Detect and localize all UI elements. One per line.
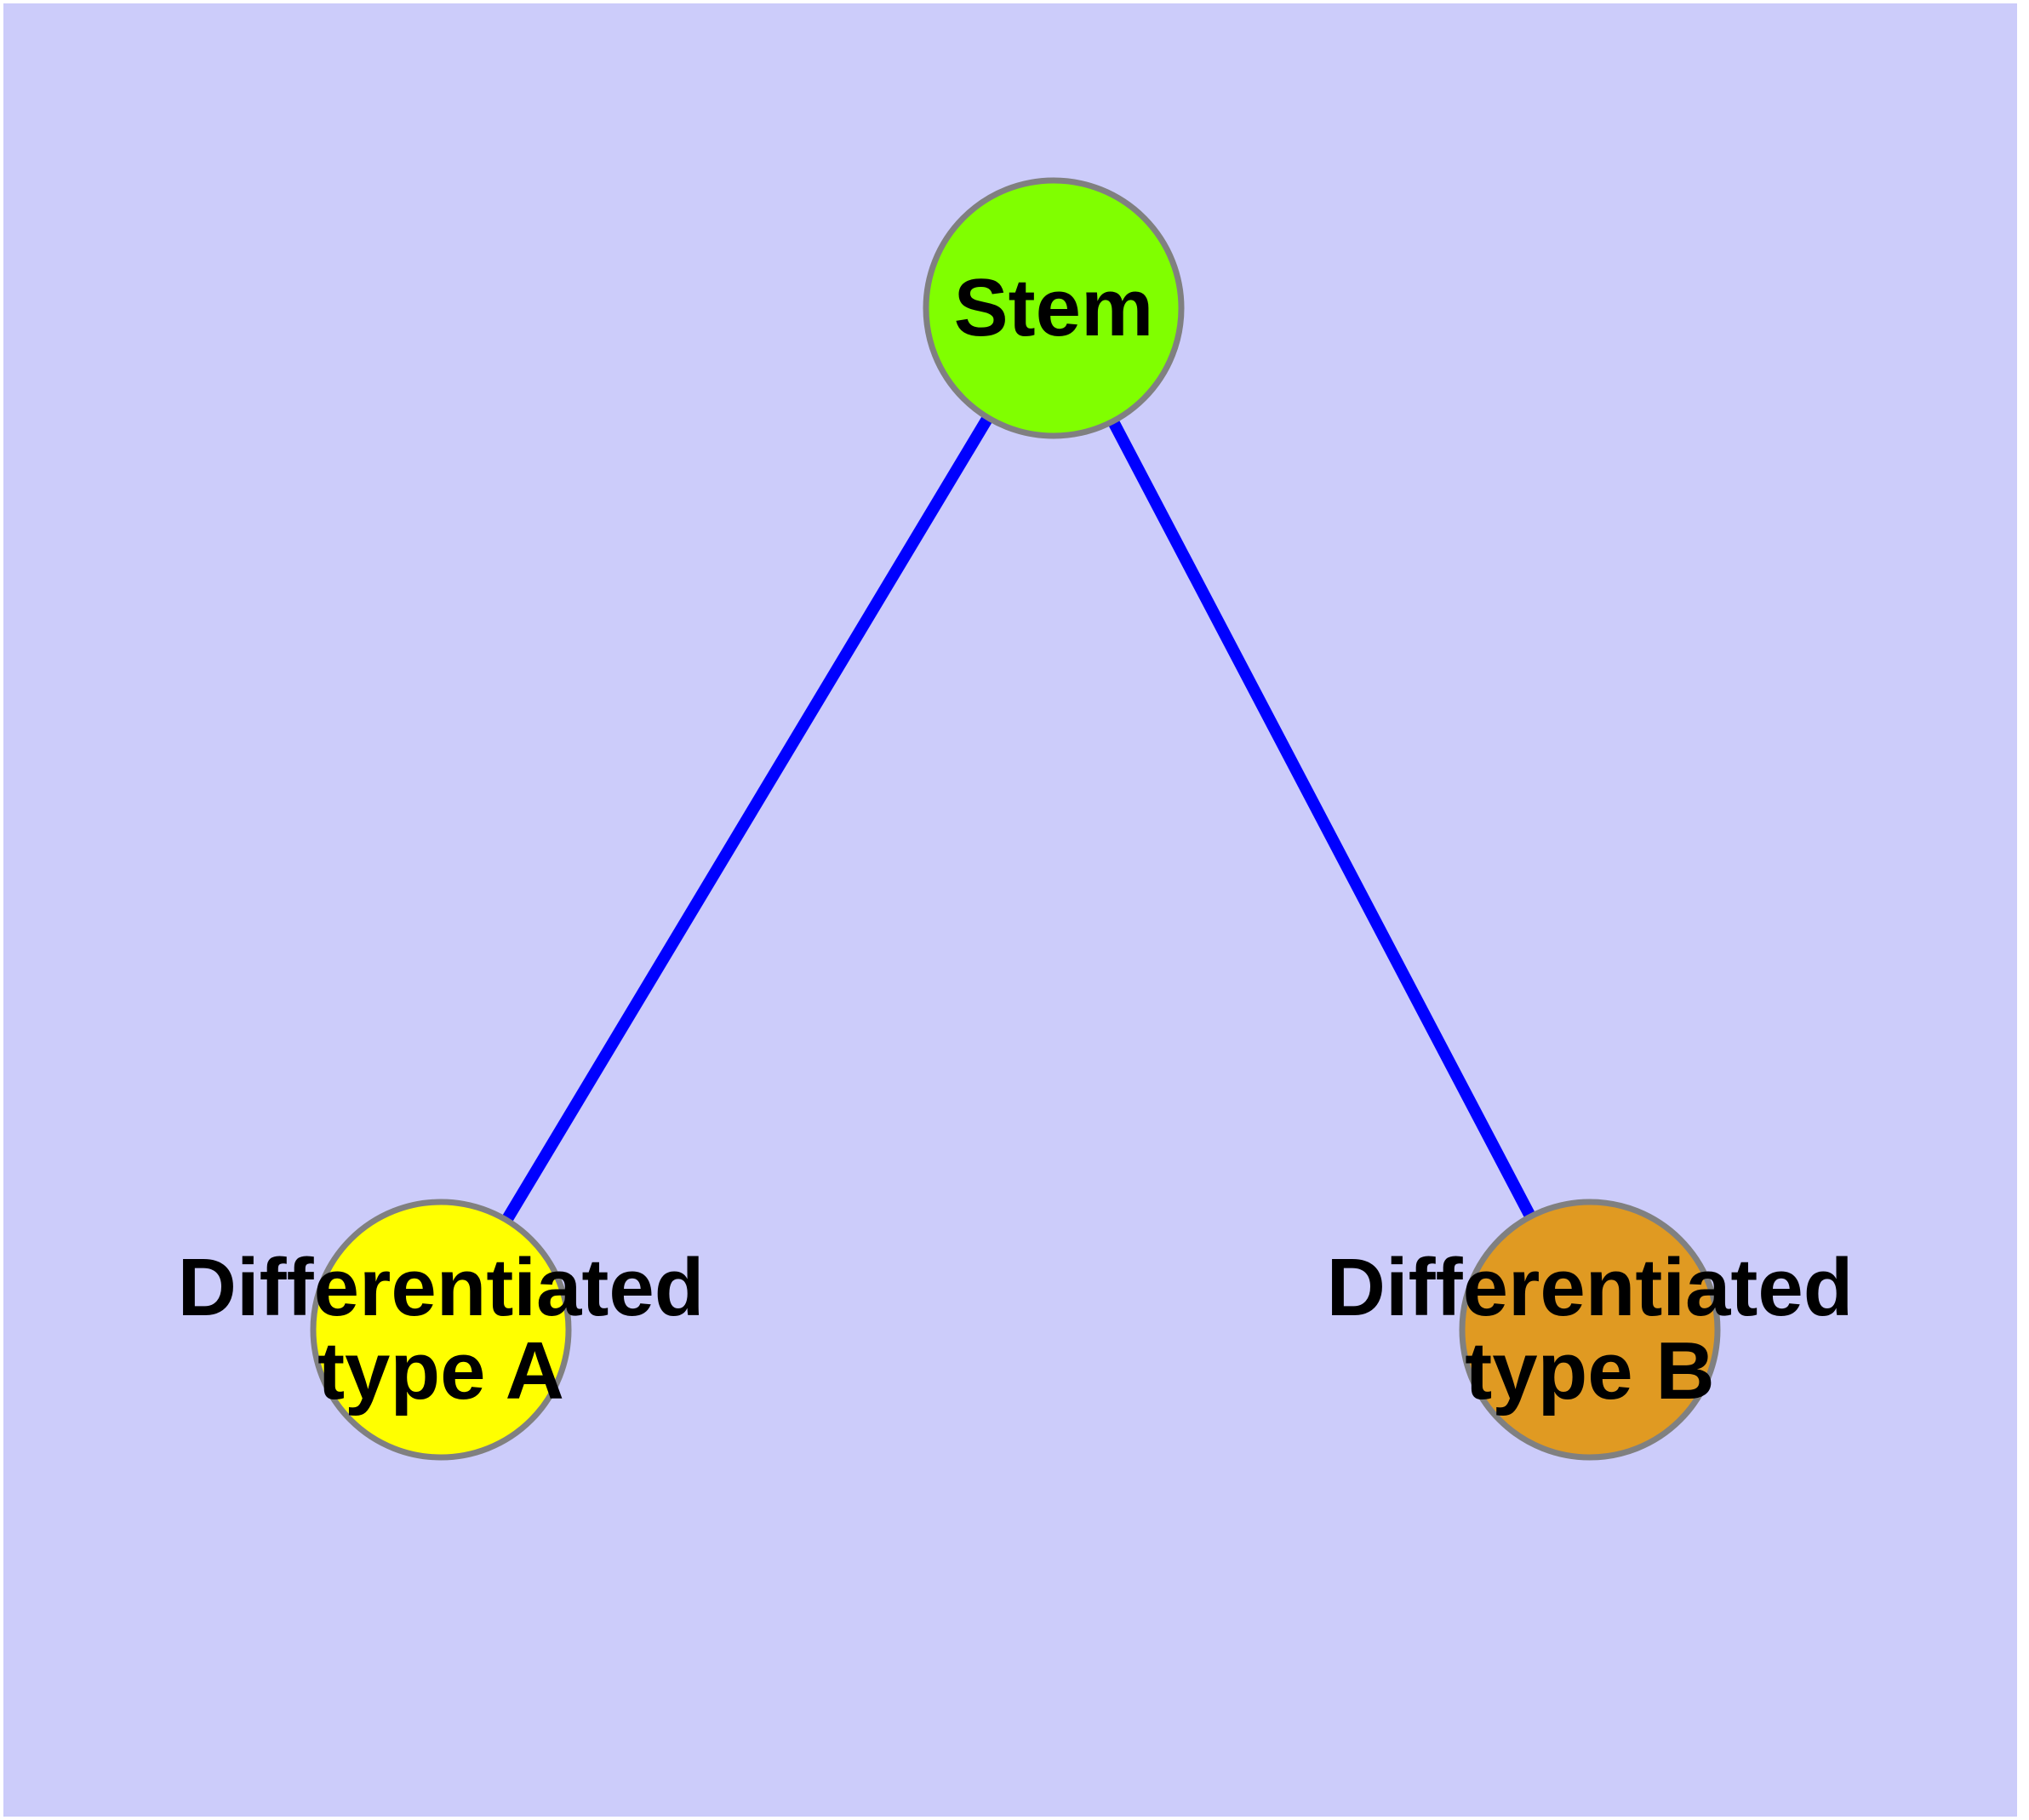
diagram-plot-area: Stem Differentiated type A Differentiate… — [3, 3, 2017, 1817]
node-circle-diff-a[interactable] — [310, 1199, 572, 1461]
edge-stem-diff-b[interactable] — [1048, 305, 1596, 1333]
graph-svg — [310, 177, 1721, 1461]
node-circle-stem[interactable] — [923, 177, 1185, 439]
edges-layer — [435, 305, 1596, 1333]
nodes-layer — [310, 177, 1721, 1461]
node-circle-diff-b[interactable] — [1459, 1199, 1721, 1461]
edge-stem-diff-a[interactable] — [435, 305, 1060, 1333]
